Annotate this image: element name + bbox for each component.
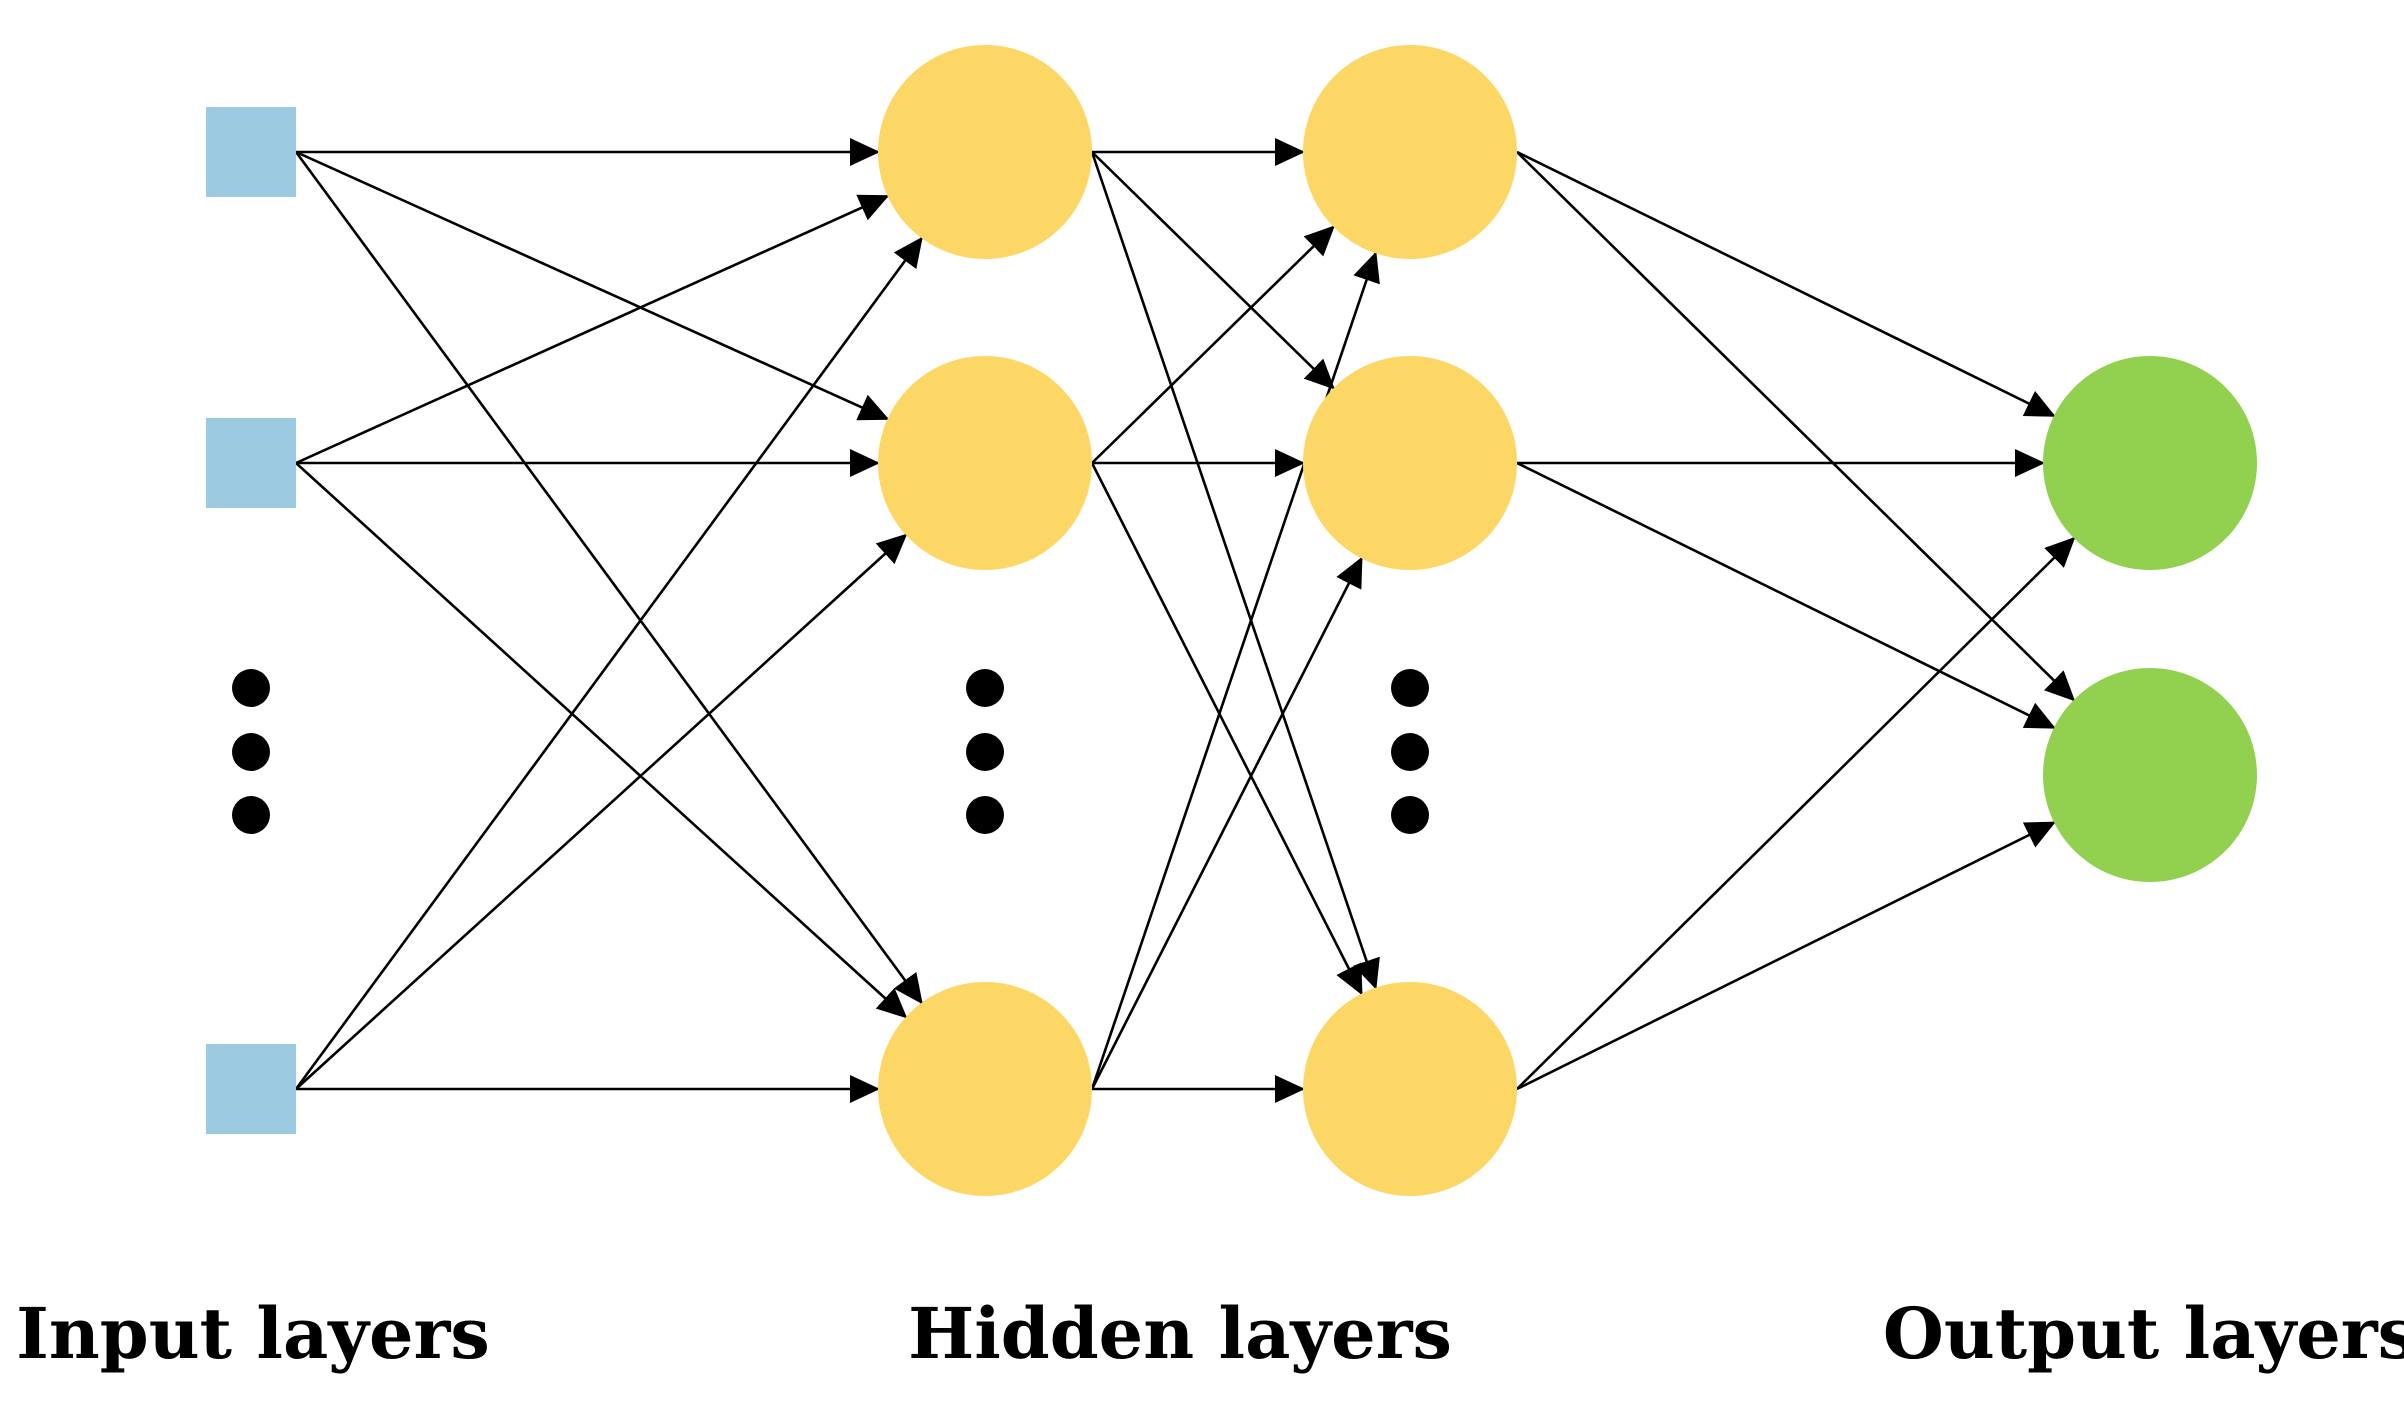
connections-group: [294, 138, 2076, 1103]
connection-input-1-to-hidden1-2: [295, 462, 908, 1019]
hidden1-node-1: [878, 45, 1092, 259]
hidden1-ellipsis-dot-1: [966, 669, 1004, 707]
connection-hidden2-0-to-output-1: [1516, 151, 2076, 702]
input-ellipsis-dot-1: [232, 669, 270, 707]
connection-hidden2-2-to-output-1: [1516, 821, 2056, 1091]
hidden2-node-3: [1303, 982, 1517, 1196]
hidden1-ellipsis-dot-3: [966, 796, 1004, 834]
connection-hidden1-2-to-hidden2-0: [1090, 251, 1380, 1090]
connection-hidden1-0-to-hidden2-1: [1091, 151, 1335, 390]
output-layer-label: Output layers: [1883, 1292, 2404, 1375]
hidden2-ellipsis-dot-1: [1391, 669, 1429, 707]
connection-hidden1-1-to-hidden2-0: [1091, 225, 1335, 464]
connection-hidden1-1-to-hidden2-2: [1090, 462, 1363, 996]
connection-hidden2-1-to-output-1: [1516, 461, 2056, 729]
input-ellipsis-dot-2: [232, 733, 270, 771]
output-node-2: [2043, 668, 2257, 882]
hidden2-ellipsis-dot-2: [1391, 733, 1429, 771]
input-node-1: [206, 107, 296, 197]
hidden-layer-label: Hidden layers: [908, 1292, 1452, 1375]
connection-input-1-to-hidden1-0: [295, 194, 890, 465]
hidden2-node-1: [1303, 45, 1517, 259]
input-node-2: [206, 418, 296, 508]
connection-input-0-to-hidden1-1: [295, 150, 890, 421]
hidden1-node-2: [878, 356, 1092, 570]
connection-input-2-to-hidden1-0: [294, 236, 923, 1090]
connection-hidden2-0-to-output-0: [1516, 150, 2056, 417]
input-ellipsis-dot-3: [232, 796, 270, 834]
connection-input-2-to-hidden1-1: [295, 533, 908, 1090]
connection-hidden2-2-to-output-0: [1516, 536, 2076, 1090]
connection-hidden1-2-to-hidden2-1: [1090, 556, 1363, 1090]
ellipsis-group: [232, 669, 1429, 834]
connection-input-0-to-hidden1-2: [294, 151, 923, 1005]
hidden2-ellipsis-dot-3: [1391, 796, 1429, 834]
hidden2-node-2: [1303, 356, 1517, 570]
input-layer-label: Input layers: [16, 1292, 490, 1375]
output-node-1: [2043, 356, 2257, 570]
connection-hidden1-0-to-hidden2-2: [1090, 151, 1380, 990]
input-node-3: [206, 1044, 296, 1134]
nodes-group: [206, 45, 2257, 1196]
hidden1-node-3: [878, 982, 1092, 1196]
hidden1-ellipsis-dot-2: [966, 733, 1004, 771]
